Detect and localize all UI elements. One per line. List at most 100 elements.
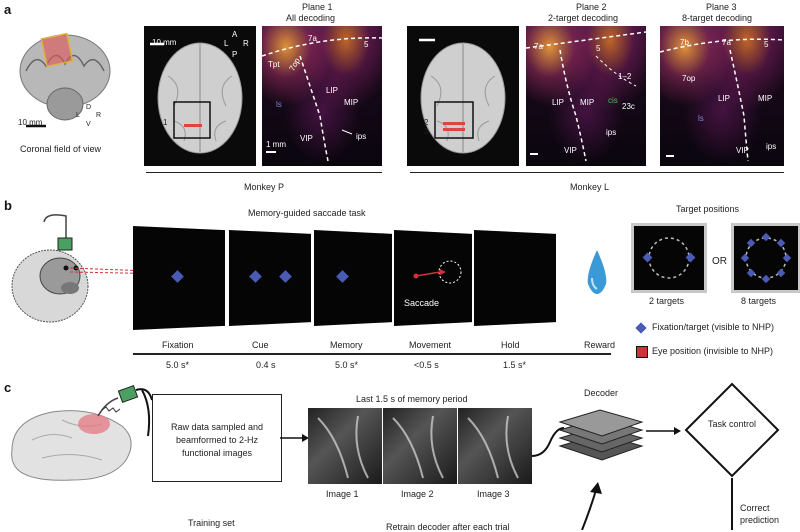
plane1-region-ls: ls: [276, 100, 282, 109]
monkey-p-divider: [146, 172, 382, 173]
phase-reward: Reward: [584, 340, 616, 350]
plane1-region-ips: ips: [356, 132, 367, 141]
monkey-p-label: Monkey P: [244, 182, 285, 192]
monkey-l-label: Monkey L: [570, 182, 610, 192]
duration-memory: 5.0 s*: [335, 360, 359, 370]
images-to-decoder-curve: [531, 427, 565, 457]
monkey-l-brain-image: [407, 26, 519, 166]
phase-hold: Hold: [501, 340, 520, 350]
target-positions-title: Target positions: [676, 204, 740, 214]
coronal-axis-v: V: [86, 121, 91, 128]
phase-memory: Memory: [330, 340, 363, 350]
legend-target-diamond: [635, 322, 647, 334]
plane2-region-mip: MIP: [580, 98, 595, 107]
cue-screen: [229, 230, 311, 326]
plane1-region-5: 5: [364, 40, 369, 49]
plane1-region-vip: VIP: [300, 134, 313, 143]
eight-targets-screen: [731, 223, 800, 293]
plane1-region-lip: LIP: [326, 86, 339, 95]
coronal-axis-d: D: [86, 104, 92, 111]
eight-targets-label: 8 targets: [741, 296, 777, 306]
monkey-p-axis-p: P: [232, 50, 238, 59]
coronal-axis-l: L: [76, 112, 80, 119]
plane3-region-5: 5: [764, 40, 769, 49]
correct-prediction-label: Correct prediction: [740, 502, 792, 526]
two-targets-screen: [631, 223, 707, 293]
decoder-stack-icon: [552, 402, 648, 472]
plane2-region-lip: LIP: [552, 98, 565, 107]
monkey-p-axis-l: L: [224, 39, 229, 48]
legend-eye-label: Eye position (invisible to NHP): [652, 346, 774, 356]
plane3-region-7b: 7b: [680, 38, 689, 47]
monkey-p-scale: 10 mm: [152, 38, 177, 47]
plane2-region-5: 5: [596, 44, 601, 53]
plane3-region-mip: MIP: [758, 94, 773, 103]
hold-screen: [474, 230, 556, 326]
monkey-l-plane-2-marker: 2: [424, 118, 429, 127]
plane3-region-ips: ips: [766, 142, 777, 151]
duration-cue: 0.4 s: [256, 360, 276, 370]
plane2-region-7a: 7a: [534, 42, 543, 51]
panel-a-label: a: [4, 2, 12, 17]
plane3-region-7a: 7a: [722, 38, 731, 47]
plane3-region-vip: VIP: [736, 146, 749, 155]
coronal-scale-label: 10 mm: [18, 118, 43, 127]
plane2-region-1-2: 1–2: [618, 72, 632, 81]
monkey-p-axis-r: R: [243, 39, 249, 48]
memory-period-title: Last 1.5 s of memory period: [356, 394, 468, 404]
duration-movement: <0.5 s: [414, 360, 439, 370]
cue-target-diamond: [279, 270, 292, 283]
panel-c-label: c: [4, 380, 12, 395]
functional-image-1: [308, 408, 382, 484]
memory-screen: [314, 230, 392, 326]
monkey-p-axis-a: A: [232, 30, 238, 39]
decoder-label: Decoder: [584, 388, 619, 398]
plane1-subtitle: All decoding: [286, 13, 336, 23]
plane1-region-7a: 7a: [308, 34, 317, 43]
task-control-label: Task control: [707, 419, 757, 429]
fixation-target-diamond: [171, 270, 184, 283]
image-3-label: Image 3: [477, 489, 510, 499]
plane3-title: Plane 3: [706, 2, 737, 12]
functional-image-3: [458, 408, 532, 484]
plane1-region-mip: MIP: [344, 98, 359, 107]
functional-image-2: [383, 408, 457, 484]
raw-data-text: Raw data sampled and beamformed to 2-Hz …: [170, 422, 264, 458]
image-2-label: Image 2: [401, 489, 434, 499]
plane2-region-23c: 23c: [622, 102, 635, 111]
timeline-axis: [133, 353, 611, 355]
plane2-heatmap: 7a 5 1–2 LIP MIP cis 23c VIP ips: [526, 26, 646, 166]
plane3-subtitle: 8-target decoding: [682, 13, 753, 23]
panel-b-label: b: [4, 198, 12, 213]
training-set-label: Training set: [188, 518, 235, 528]
two-targets-label: 2 targets: [649, 296, 685, 306]
legend-eye-square: [636, 346, 648, 358]
or-label: OR: [712, 256, 727, 267]
monkey-p-brain-image: [144, 26, 256, 166]
plane1-scale-bar: 1 mm: [266, 140, 286, 149]
cue-fixation-diamond: [249, 270, 262, 283]
plane2-region-cis: cis: [608, 96, 618, 105]
plane1-heatmap: 7a 5 Tpt 7op ls LIP MIP VIP ips 1 mm: [262, 26, 382, 166]
correct-prediction-text: Correct prediction: [740, 503, 780, 525]
coronal-caption: Coronal field of view: [20, 144, 102, 154]
control-output-line: [731, 478, 733, 530]
plane2-region-vip: VIP: [564, 146, 577, 155]
monkey-illustration: [4, 208, 124, 328]
retrain-feedback-arrow: [581, 482, 602, 530]
phase-movement: Movement: [409, 340, 452, 350]
brain-probe-illustration: [2, 380, 153, 500]
plane3-region-lip: LIP: [718, 94, 731, 103]
water-drop-icon: [584, 248, 610, 296]
retrain-text: Retrain decoder after each trial: [386, 522, 510, 532]
raw-data-box: Raw data sampled and beamformed to 2-Hz …: [152, 394, 282, 482]
monkey-l-divider: [410, 172, 784, 173]
memory-fixation-diamond: [336, 270, 349, 283]
movement-screen: Saccade: [394, 230, 472, 326]
gaze-line: [70, 267, 177, 275]
coronal-section-image: [16, 26, 114, 138]
plane1-region-tpt: Tpt: [268, 60, 280, 69]
monkey-l-plane-3-marker: 3: [424, 127, 429, 136]
duration-hold: 1.5 s*: [503, 360, 527, 370]
plane2-title: Plane 2: [576, 2, 607, 12]
